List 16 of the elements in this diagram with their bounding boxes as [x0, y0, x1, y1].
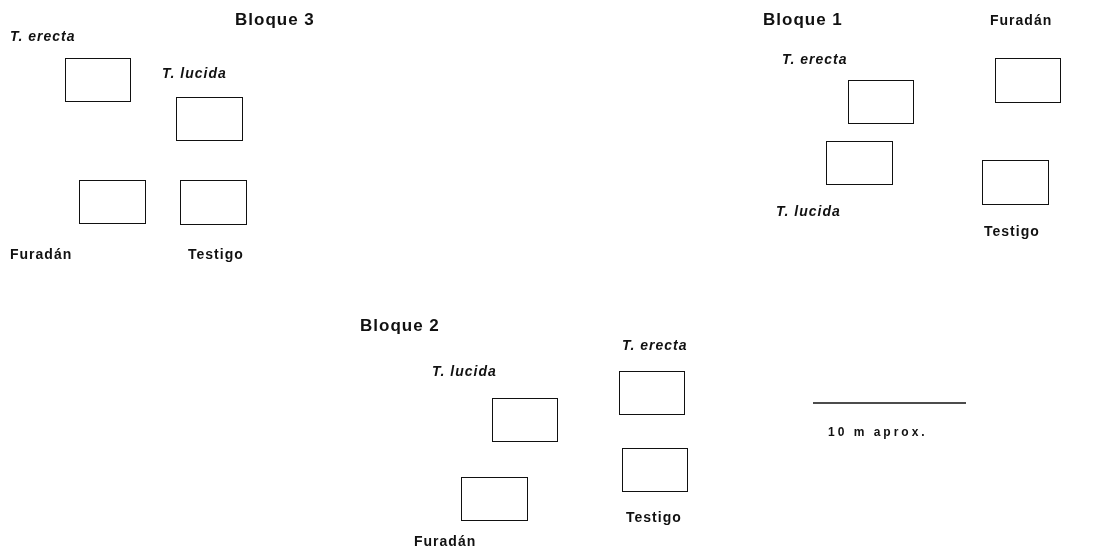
block-title: Bloque 2: [360, 316, 440, 336]
plot-label: T. erecta: [782, 51, 848, 67]
block-title: Bloque 1: [763, 10, 843, 30]
plot-label: Furadán: [990, 12, 1053, 28]
plot-label: Furadán: [414, 533, 477, 549]
plot-label: T. lucida: [162, 65, 227, 81]
block-title: Bloque 3: [235, 10, 315, 30]
plot-label: Testigo: [984, 223, 1040, 239]
plot-label: T. erecta: [10, 28, 76, 44]
plot-label: Testigo: [188, 246, 244, 262]
plot-label: Furadán: [10, 246, 73, 262]
plot-label: Testigo: [626, 509, 682, 525]
plot-label: T. lucida: [432, 363, 497, 379]
plot-label: T. erecta: [622, 337, 688, 353]
plot-label: T. lucida: [776, 203, 841, 219]
scale-label: 10 m aprox.: [828, 424, 928, 440]
